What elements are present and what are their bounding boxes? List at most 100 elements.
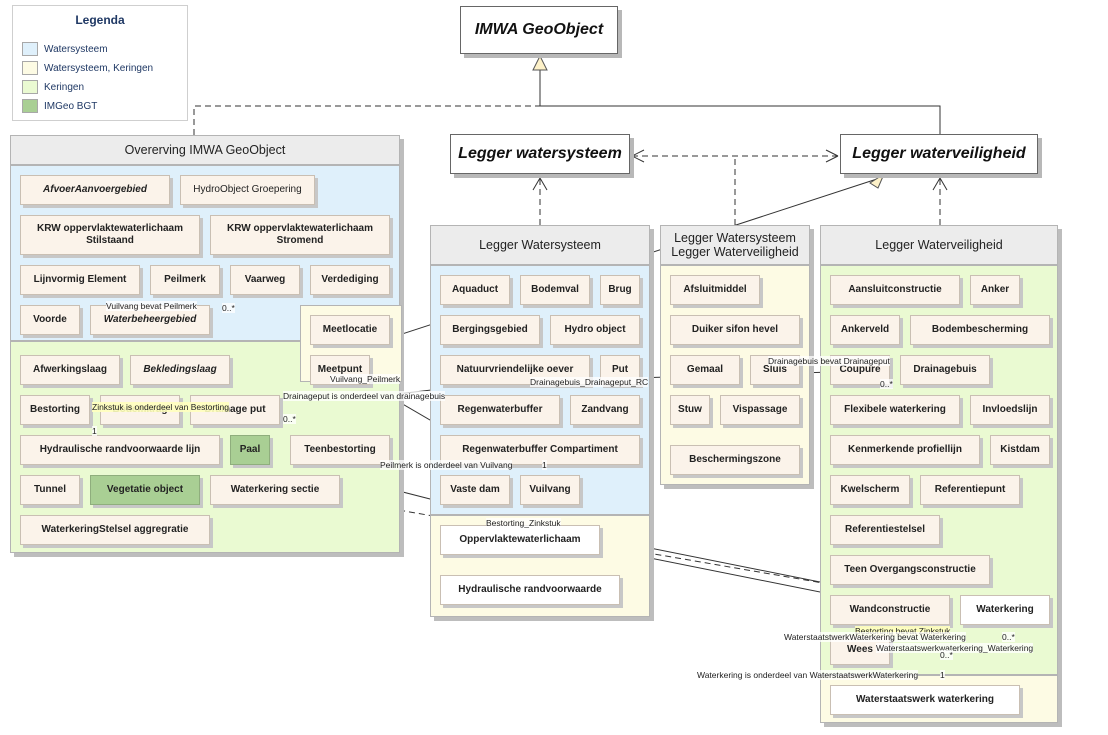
class-hydroobject-groepering[interactable]: HydroObject Groepering	[180, 175, 315, 205]
assoc-label: Waterkering is onderdeel van Waterstaats…	[697, 670, 919, 680]
class-verdediging[interactable]: Verdediging	[310, 265, 390, 295]
class-hydraulische-randvoorwaarde[interactable]: Hydraulische randvoorwaarde	[440, 575, 620, 605]
class-wandconstructie[interactable]: Wandconstructie	[830, 595, 950, 625]
class-peilmerk[interactable]: Peilmerk	[150, 265, 220, 295]
class-teen-overgangsconstructie[interactable]: Teen Overgangsconstructie	[830, 555, 990, 585]
class-krw-stromend[interactable]: KRW oppervlaktewaterlichaam Stromend	[210, 215, 390, 255]
class-vaarweg[interactable]: Vaarweg	[230, 265, 300, 295]
class-vaste-dam[interactable]: Vaste dam	[440, 475, 510, 505]
class-flexibele-waterkering[interactable]: Flexibele waterkering	[830, 395, 960, 425]
dep-ws-wv-arrow-r	[825, 149, 839, 163]
class-gemaal[interactable]: Gemaal	[670, 355, 740, 385]
legend: Legenda Watersysteem Watersysteem, Kerin…	[12, 5, 188, 121]
class-teenbestorting[interactable]: Teenbestorting	[290, 435, 390, 465]
class-afsluitmiddel[interactable]: Afsluitmiddel	[670, 275, 760, 305]
class-tunnel[interactable]: Tunnel	[20, 475, 80, 505]
package-title: Legger Waterveiligheid	[820, 225, 1058, 265]
class-waterkering[interactable]: Waterkering	[960, 595, 1050, 625]
assoc-label: Waterstaatswerkwaterkering_Waterkering	[876, 643, 1034, 653]
assoc-multiplicity: 1	[542, 460, 547, 470]
assoc-multiplicity: 1	[940, 670, 945, 680]
legend-label: IMGeo BGT	[44, 100, 98, 112]
class-vuilvang[interactable]: Vuilvang	[520, 475, 580, 505]
gen-arrow-geo	[532, 54, 548, 71]
class-oppervlaktewaterlichaam[interactable]: Oppervlaktewaterlichaam	[440, 525, 600, 555]
class-vegetatie-object[interactable]: Vegetatie object	[90, 475, 200, 505]
class-legger-watersysteem[interactable]: Legger watersysteem	[450, 134, 630, 174]
assoc-label: Zinkstuk is onderdeel van Bestorting	[92, 402, 230, 412]
package-title-line: Legger Watersysteem	[674, 231, 796, 245]
class-aquaduct[interactable]: Aquaduct	[440, 275, 510, 305]
assoc-label: Drainagebuis_Drainageput_RC	[530, 377, 649, 387]
class-waterstaatswerk-waterkering[interactable]: Waterstaatswerk waterkering	[830, 685, 1020, 715]
class-imwa-geoobject[interactable]: IMWA GeoObject	[460, 6, 618, 54]
assoc-label: WaterstaatstwerkWaterkering bevat Waterk…	[784, 632, 966, 642]
class-bestorting[interactable]: Bestorting	[20, 395, 90, 425]
class-meetlocatie[interactable]: Meetlocatie	[310, 315, 390, 345]
class-ankerveld[interactable]: Ankerveld	[830, 315, 900, 345]
class-waterkeringstelsel[interactable]: WaterkeringStelsel aggregratie	[20, 515, 210, 545]
class-referentiepunt[interactable]: Referentiepunt	[920, 475, 1020, 505]
class-bergingsgebied[interactable]: Bergingsgebied	[440, 315, 540, 345]
class-invloedslijn[interactable]: Invloedslijn	[970, 395, 1050, 425]
gen-wv-geo	[540, 105, 941, 136]
class-kenmerkende-profiellijn[interactable]: Kenmerkende profiellijn	[830, 435, 980, 465]
class-kwelscherm[interactable]: Kwelscherm	[830, 475, 910, 505]
class-aansluitconstructie[interactable]: Aansluitconstructie	[830, 275, 960, 305]
dep-ws-wv-arrow-l	[631, 149, 645, 163]
assoc-multiplicity: 0..*	[940, 650, 953, 660]
legend-swatch	[22, 61, 38, 75]
package-title: Legger Watersysteem	[430, 225, 650, 265]
class-hydraulische-randvoorwaarde-lijn[interactable]: Hydraulische randvoorwaarde lijn	[20, 435, 220, 465]
assoc-label: Drainagebuis bevat Drainageput	[768, 356, 890, 366]
legend-label: Keringen	[44, 81, 85, 93]
package-title-line: Legger Waterveiligheid	[671, 245, 799, 259]
legend-item-watersysteem: Watersysteem	[22, 42, 108, 56]
assoc-label: Vuilvang_Peilmerk	[330, 374, 401, 384]
class-hydro-object[interactable]: Hydro object	[550, 315, 640, 345]
assoc-multiplicity: 0..*	[222, 303, 235, 313]
class-duiker-sifon-hevel[interactable]: Duiker sifon hevel	[670, 315, 800, 345]
class-kistdam[interactable]: Kistdam	[990, 435, 1050, 465]
package-title: Overerving IMWA GeoObject	[10, 135, 400, 165]
assoc-multiplicity: 1	[92, 426, 97, 436]
assoc-label: Bestorting bevat Zinkstuk	[855, 626, 951, 636]
class-vispassage[interactable]: Vispassage	[720, 395, 800, 425]
legend-swatch	[22, 80, 38, 94]
legend-item-keringen: Keringen	[22, 80, 84, 94]
class-stuw[interactable]: Stuw	[670, 395, 710, 425]
legend-label: Watersysteem, Keringen	[44, 62, 154, 74]
class-brug[interactable]: Brug	[600, 275, 640, 305]
class-krw-stilstaand[interactable]: KRW oppervlaktewaterlichaam Stilstaand	[20, 215, 200, 255]
class-bekledingslaag[interactable]: Bekledingslaag	[130, 355, 230, 385]
class-referentiestelsel[interactable]: Referentiestelsel	[830, 515, 940, 545]
assoc-label: Peilmerk is onderdeel van Vuilvang	[380, 460, 513, 470]
class-beschermingszone[interactable]: Beschermingszone	[670, 445, 800, 475]
class-waterkering-sectie[interactable]: Waterkering sectie	[210, 475, 340, 505]
gen-arrow-wv	[869, 172, 886, 189]
class-legger-waterveiligheid[interactable]: Legger waterveiligheid	[840, 134, 1038, 174]
class-zandvang[interactable]: Zandvang	[570, 395, 640, 425]
legend-title: Legenda	[75, 13, 125, 27]
assoc-label: Vuilvang bevat Peilmerk	[106, 301, 197, 311]
assoc-label: Drainageput is onderdeel van drainagebui…	[283, 391, 446, 401]
class-drainagebuis[interactable]: Drainagebuis	[900, 355, 990, 385]
package-title: Legger Watersysteem Legger Waterveilighe…	[660, 225, 810, 265]
legend-swatch	[22, 42, 38, 56]
class-afwerkingslaag[interactable]: Afwerkingslaag	[20, 355, 120, 385]
class-bodemval[interactable]: Bodemval	[520, 275, 590, 305]
class-paal[interactable]: Paal	[230, 435, 270, 465]
class-afvoeraanvoergebied[interactable]: AfvoerAanvoergebied	[20, 175, 170, 205]
class-anker[interactable]: Anker	[970, 275, 1020, 305]
assoc-multiplicity: 0..*	[1002, 632, 1015, 642]
legend-label: Watersysteem	[44, 43, 108, 55]
assoc-multiplicity: 0..*	[880, 379, 893, 389]
class-lijnvormig-element[interactable]: Lijnvormig Element	[20, 265, 140, 295]
class-bodembescherming[interactable]: Bodembescherming	[910, 315, 1050, 345]
class-regenwaterbuffer[interactable]: Regenwaterbuffer	[440, 395, 560, 425]
class-voorde[interactable]: Voorde	[20, 305, 80, 335]
assoc-label: Bestorting_Zinkstuk	[486, 518, 561, 528]
assoc-multiplicity: 0..*	[283, 414, 296, 424]
gen-ws-geo-arrow	[532, 177, 548, 191]
gen-wv-arrow	[932, 177, 948, 191]
